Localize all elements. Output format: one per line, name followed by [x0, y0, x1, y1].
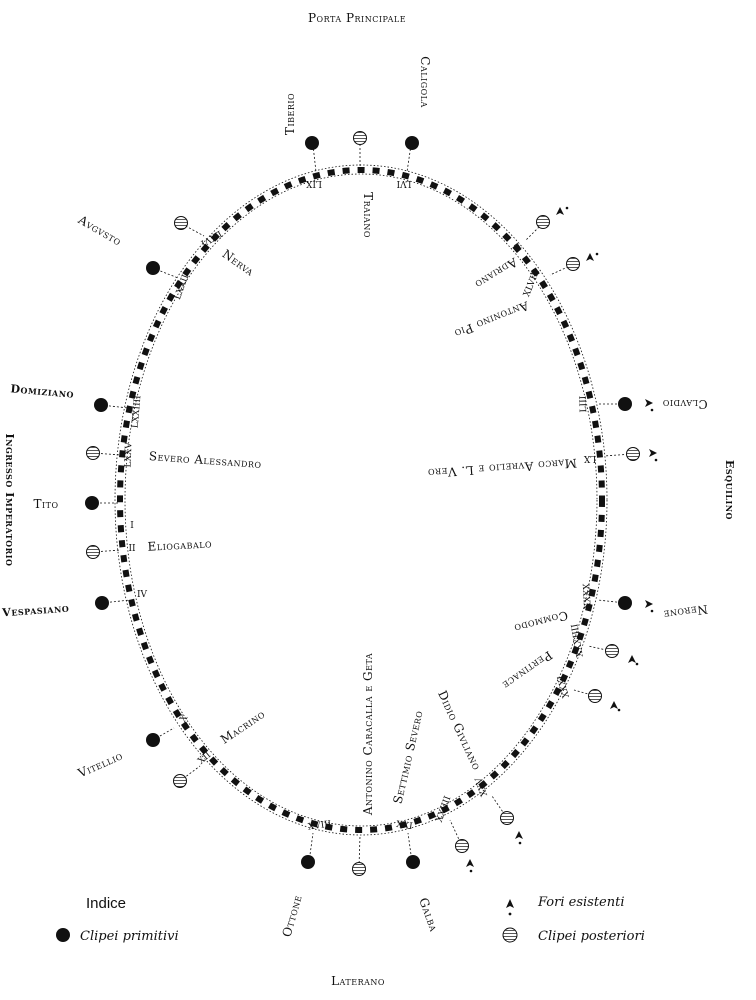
- name-ottone: Ottone: [279, 893, 304, 938]
- clipeus-didio: [500, 811, 514, 825]
- clipeus-tiberio: [305, 136, 319, 150]
- name-adriano: Adriano: [472, 254, 520, 291]
- name-augusto: Avgvsto: [75, 212, 124, 248]
- numeral-lx: LX: [583, 453, 596, 463]
- clipeus-caligola: [405, 136, 419, 150]
- title-right: Esquilino: [723, 460, 736, 520]
- name-domiziano: Domiziano: [10, 382, 75, 401]
- numeral-xxv: XXV: [474, 775, 490, 797]
- clipeus-claudio: [618, 397, 632, 411]
- name-antonino-pio: Antonino Pio: [452, 298, 531, 341]
- numeral-iv: IV: [137, 590, 148, 600]
- numeral-l: L: [512, 240, 523, 252]
- numeral-liii: LIII: [579, 395, 590, 412]
- name-didio-giuliano: Didio Givliano: [435, 688, 484, 772]
- fori-markers: [466, 206, 658, 916]
- numeral-xlviii: XLVIII: [522, 268, 542, 299]
- name-caracalla-geta: Antonino Caracalla e Geta: [361, 653, 375, 816]
- legend: Indice Clipei primitivi Fori esistenti C…: [56, 895, 645, 944]
- name-tiberio: Tiberio: [283, 93, 297, 135]
- title-top: Porta Principale: [308, 11, 406, 25]
- numeral-ii: II: [128, 544, 136, 554]
- name-marco-aurelio: Marco Avrelio e L. Vero: [427, 456, 577, 480]
- numeral-lix: LIX: [305, 178, 322, 188]
- clipeus-macrino: [173, 774, 187, 788]
- legend-hatched-symbol: [502, 927, 518, 943]
- title-left: Ingresso Imperatorio: [3, 433, 16, 566]
- name-nerone: Nerone: [662, 602, 708, 622]
- legend-solid-symbol: [56, 928, 70, 942]
- name-eliogabalo: Eliogabalo: [147, 536, 212, 553]
- name-traiano: Traiano: [361, 192, 375, 238]
- clipeus-augusto: [146, 261, 160, 275]
- clipeus-pertinace: [588, 689, 602, 703]
- name-claudio: Clavdio: [662, 397, 707, 411]
- numeral-x: X: [178, 713, 190, 724]
- name-tito: Tito: [33, 497, 58, 511]
- clipeus-settimio: [455, 839, 469, 853]
- name-caligola: Caligola: [418, 56, 432, 107]
- numeral-lxvi: LXVI: [198, 228, 223, 248]
- name-vespasiano: Vespasiano: [1, 602, 70, 620]
- name-nerva: Nerva: [220, 247, 257, 279]
- clipeus-adriano: [536, 215, 550, 229]
- ellipse-ring: [114, 164, 608, 836]
- clipeus-eliogabalo: [86, 545, 100, 559]
- numeral-xviii: XVIII: [307, 819, 332, 832]
- name-galba: Galba: [416, 896, 441, 934]
- numeral-lvi: LVI: [396, 178, 411, 188]
- clipeus-domiziano: [94, 398, 108, 412]
- clipeus-tito: [85, 496, 99, 510]
- clipeus-traiano: [353, 131, 367, 145]
- clipeus-galba: [406, 855, 420, 869]
- clipeus-nerone: [618, 596, 632, 610]
- legend-posteriori: Clipei posteriori: [538, 929, 645, 944]
- clipeus-marco: [626, 447, 640, 461]
- clipeus-ottone: [301, 855, 315, 869]
- numeral-xxi: XXI: [395, 820, 413, 832]
- name-settimio-severo: Settimio Severo: [391, 709, 426, 805]
- name-pertinace: Pertinace: [500, 648, 555, 692]
- numeral-i: I: [130, 521, 134, 531]
- numeral-xxxx: XXXX: [582, 582, 593, 609]
- clipeus-antonino: [566, 257, 580, 271]
- clipei-primitivi: [85, 136, 632, 869]
- legend-title: Indice: [86, 895, 126, 912]
- name-severo-alessandro: Severo Alessandro: [148, 449, 262, 471]
- clipeus-commodo: [605, 644, 619, 658]
- legend-primitivi: Clipei primitivi: [80, 929, 179, 944]
- name-vitellio: Vitellio: [75, 748, 125, 780]
- clipeus-caracalla: [352, 862, 366, 876]
- clipeus-vespasiano: [95, 596, 109, 610]
- numeral-xxiiii: XXIIII: [435, 794, 454, 823]
- name-commodo: Commodo: [513, 608, 570, 636]
- numeral-lxxv: LXXV: [124, 442, 135, 468]
- numeral-lxxiiii: LXXIIII: [131, 395, 144, 429]
- title-bottom: Laterano: [331, 974, 385, 988]
- clipeus-severo-alessandro: [86, 446, 100, 460]
- legend-fori: Fori esistenti: [537, 895, 625, 910]
- name-macrino: Macrino: [218, 707, 268, 747]
- clipeus-vitellio: [146, 733, 160, 747]
- numeral-xii: XII: [196, 750, 213, 767]
- clipei-posteriori: [86, 131, 640, 943]
- clipeus-nerva: [174, 216, 188, 230]
